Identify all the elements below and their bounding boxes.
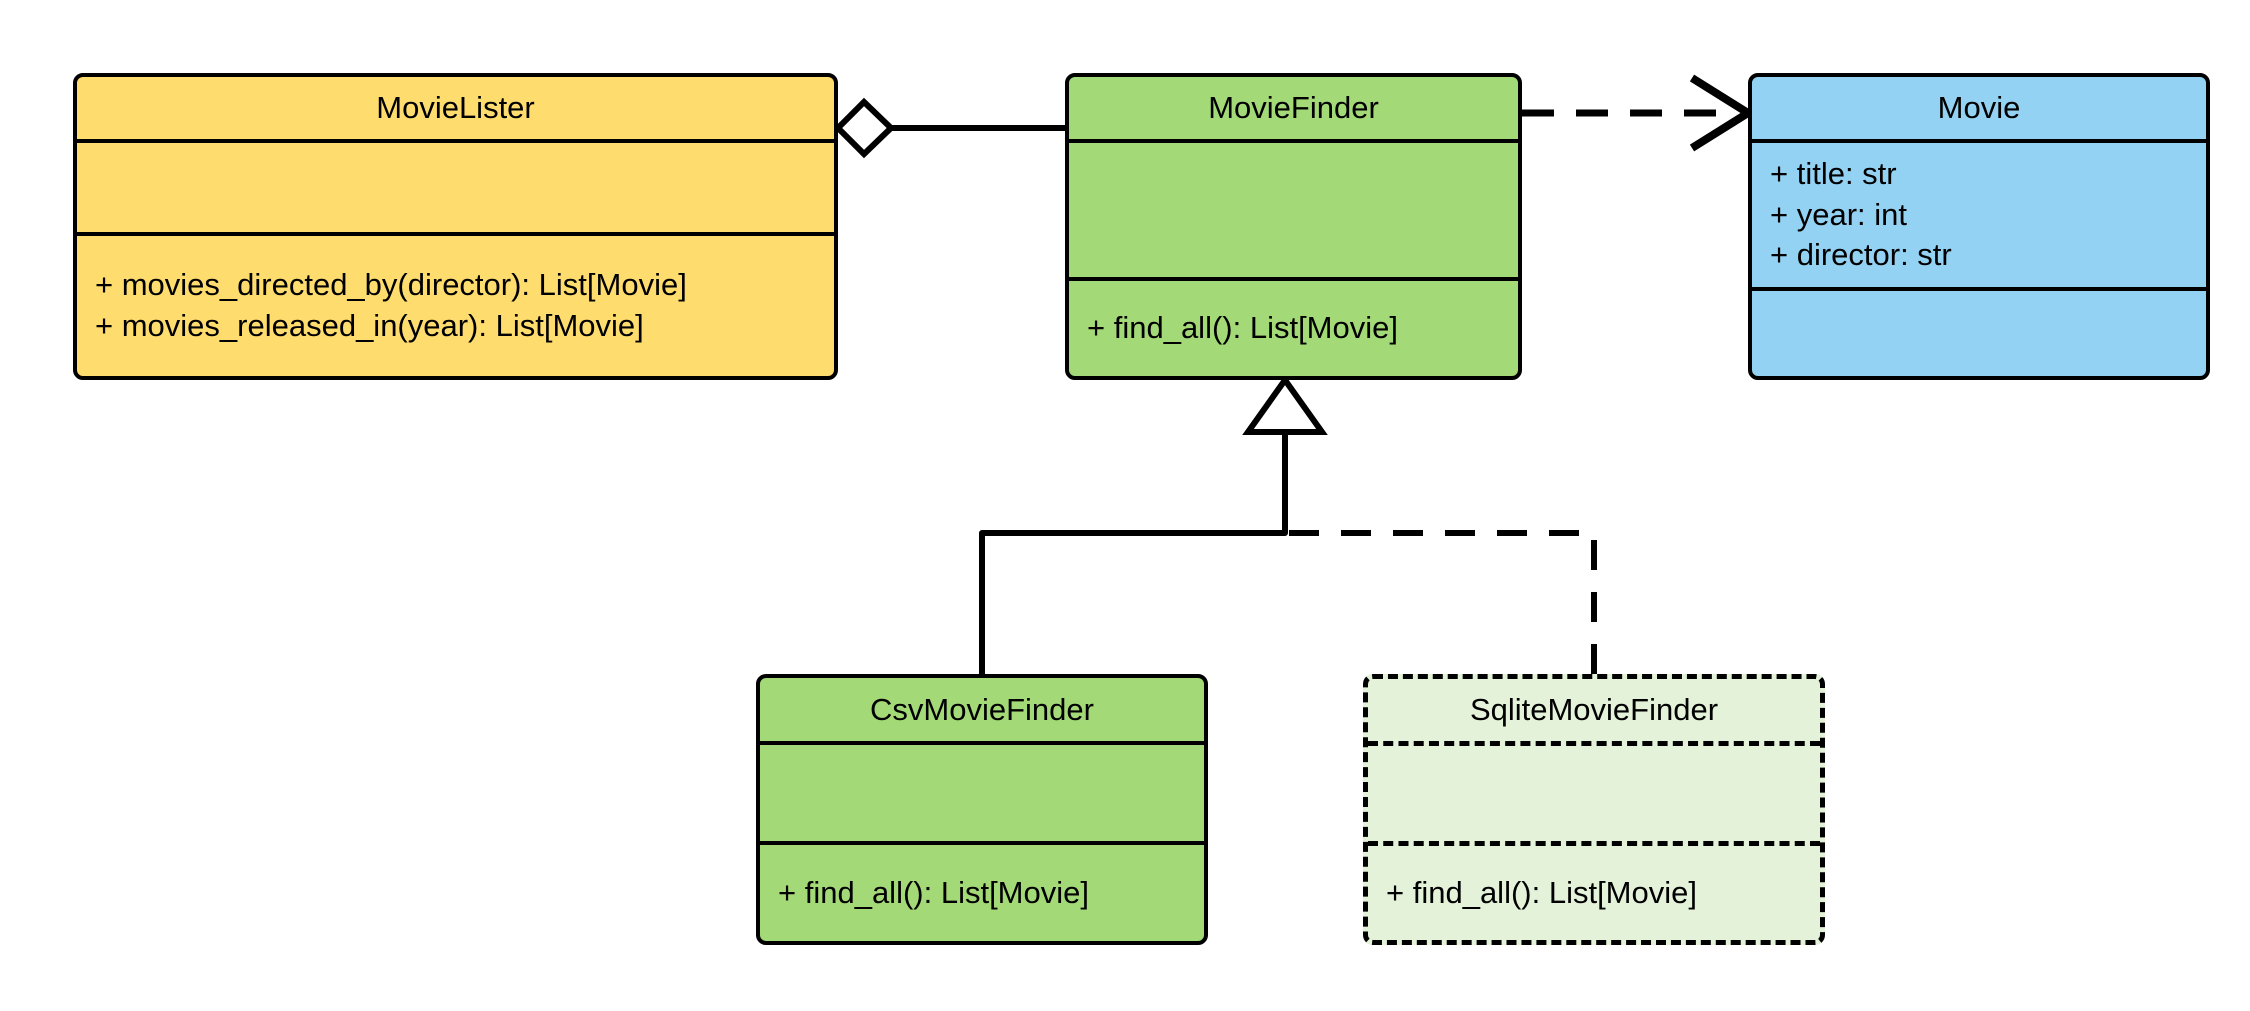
inheritance-sqlitemoviefinder-moviefinder [1285,530,1597,674]
uml-class-sqlitemoviefinder[interactable]: SqliteMovieFinder + find_all(): List[Mov… [1363,674,1825,945]
methods-compartment-sqlitemoviefinder: + find_all(): List[Movie] [1368,846,1820,940]
attribute-item: + year: int [1770,196,1907,232]
method-item: + movies_released_in(year): List[Movie] [95,308,644,343]
class-header-movielister: MovieLister [77,77,834,143]
inheritance-csvmoviefinder-moviefinder [979,374,1328,674]
dependency-moviefinder-movie [1522,74,1756,152]
class-name-label: SqliteMovieFinder [1469,692,1719,728]
attributes-compartment-movielister [77,143,834,236]
method-item: + find_all(): List[Movie] [1087,310,1398,346]
hollow-diamond-icon [833,97,896,159]
methods-compartment-movie [1752,291,2206,376]
hollow-triangle-icon [1242,374,1328,435]
uml-class-csvmoviefinder[interactable]: CsvMovieFinder + find_all(): List[Movie] [756,674,1208,945]
methods-compartment-csvmoviefinder: + find_all(): List[Movie] [760,845,1204,941]
class-name-label: MovieFinder [1208,90,1379,126]
method-item: + movies_directed_by(director): List[Mov… [95,267,687,303]
class-header-moviefinder: MovieFinder [1069,77,1518,143]
class-name-label: CsvMovieFinder [870,691,1094,727]
attributes-compartment-sqlitemoviefinder [1368,746,1820,846]
method-item: + find_all(): List[Movie] [1386,874,1697,910]
attributes-compartment-movie: + title: str + year: int + director: str [1752,143,2206,291]
uml-class-moviefinder[interactable]: MovieFinder + find_all(): List[Movie] [1065,73,1522,380]
attribute-item: + title: str [1770,155,1897,191]
methods-compartment-moviefinder: + find_all(): List[Movie] [1069,281,1518,376]
attributes-compartment-moviefinder [1069,143,1518,281]
class-name-label: Movie [1937,90,2021,126]
class-name-label: MovieLister [376,90,535,126]
aggregation-movielister-moviefinder [833,97,1065,159]
class-header-csvmoviefinder: CsvMovieFinder [760,678,1204,745]
uml-class-movie[interactable]: Movie + title: str + year: int + directo… [1748,73,2210,380]
class-header-sqlitemoviefinder: SqliteMovieFinder [1368,679,1820,746]
uml-class-movielister[interactable]: MovieLister + movies_directed_by(directo… [73,73,838,380]
attribute-item: + director: str [1770,237,1952,273]
attributes-compartment-csvmoviefinder [760,745,1204,845]
class-header-movie: Movie [1752,77,2206,143]
method-item: + find_all(): List[Movie] [778,874,1089,910]
methods-compartment-movielister: + movies_directed_by(director): List[Mov… [77,236,834,376]
